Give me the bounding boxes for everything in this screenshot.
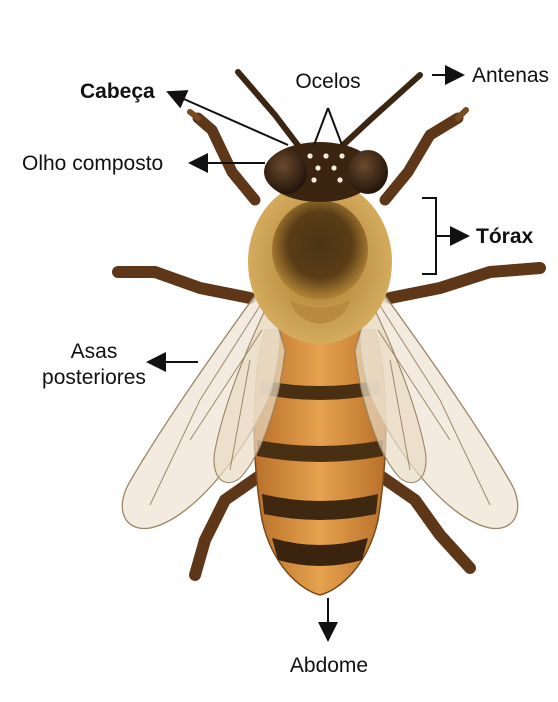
front-left-leg	[198, 118, 255, 200]
compound-eye-label: Olho composto	[22, 152, 163, 175]
front-right-tarsus	[458, 110, 466, 118]
middle-right-leg	[390, 268, 540, 298]
thorax	[248, 180, 392, 344]
head-leader	[168, 92, 288, 145]
antennae-label: Antenas	[472, 64, 549, 87]
ocelli-leader-left	[314, 108, 328, 145]
thorax-plate	[272, 200, 368, 300]
thorax-label: Tórax	[476, 225, 534, 248]
front-right-leg	[385, 118, 458, 200]
abdomen-label: Abdome	[290, 654, 368, 677]
head-label: Cabeça	[80, 80, 155, 103]
right-compound-eye	[348, 150, 388, 194]
middle-left-leg	[118, 272, 250, 298]
hind-wings-label-line1: Asas	[71, 340, 118, 363]
hind-wings-label-line2: posteriores	[42, 366, 146, 389]
ocelli-label: Ocelos	[295, 70, 360, 93]
ocelli-leader-right	[328, 108, 342, 145]
head	[264, 142, 388, 202]
left-compound-eye	[267, 150, 307, 194]
